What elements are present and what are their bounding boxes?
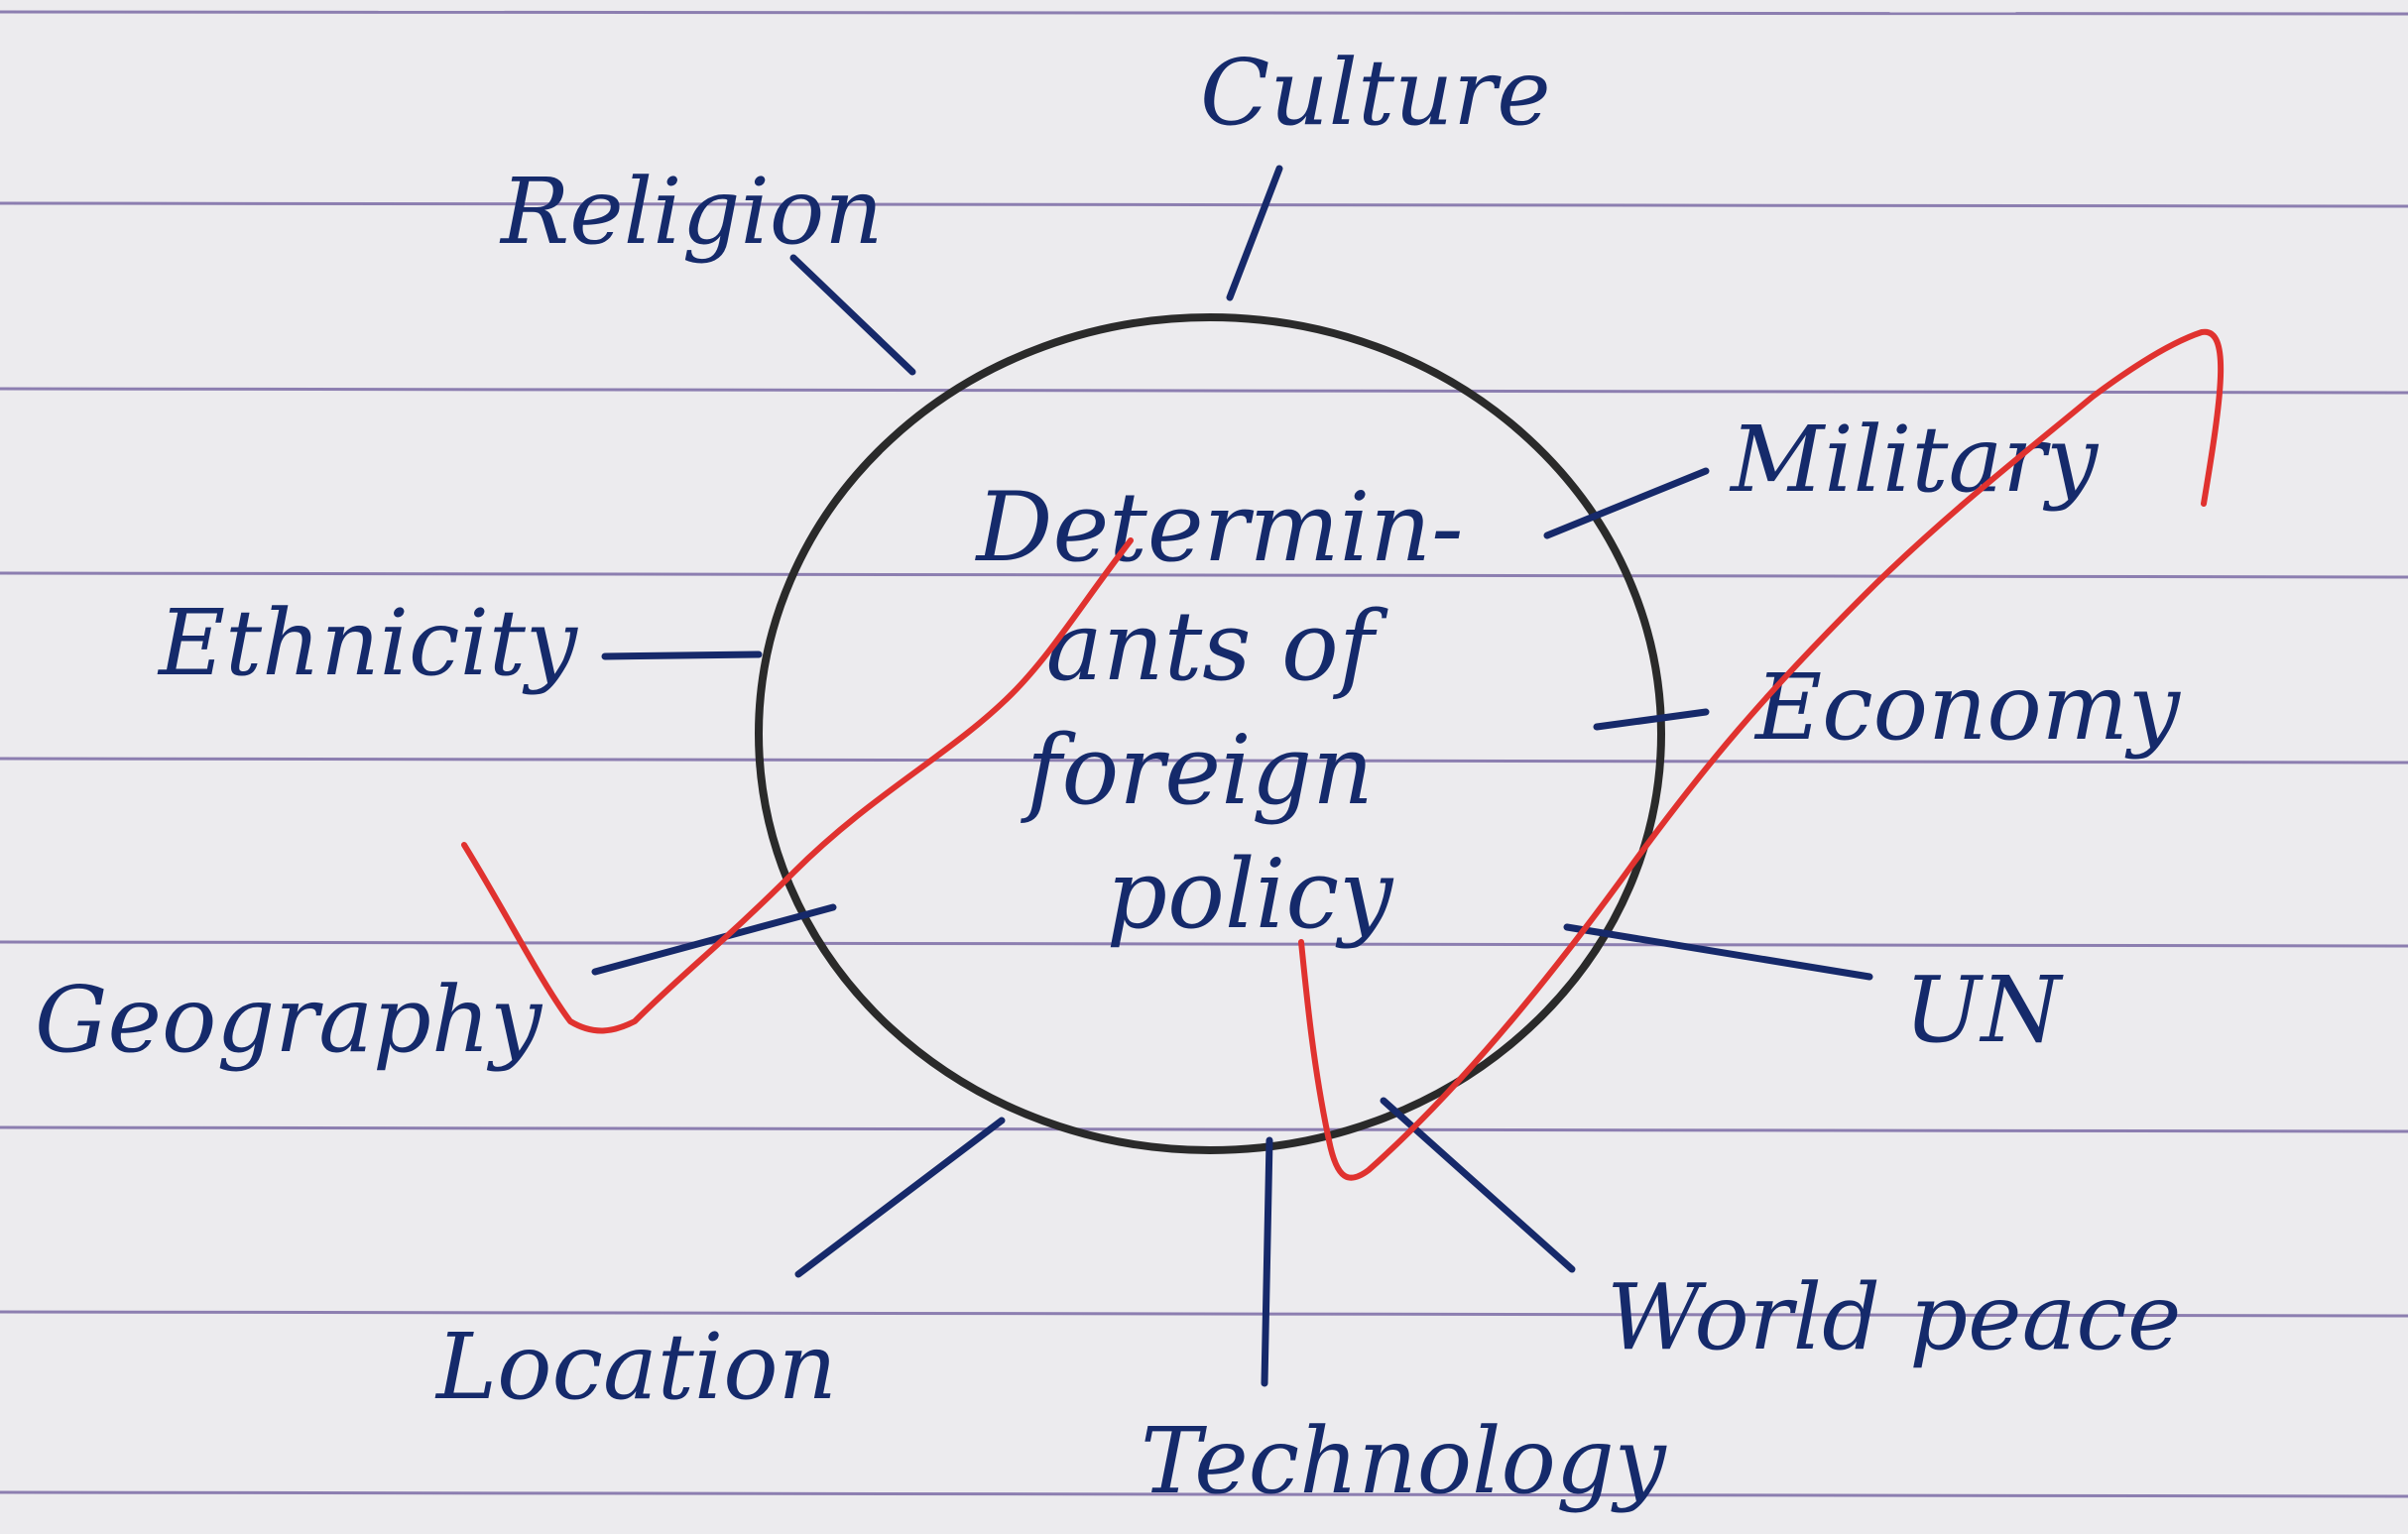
- label-location: Location: [434, 1314, 837, 1420]
- notebook-rules: [0, 10, 2408, 1498]
- check-mark-right: [1298, 328, 2225, 1181]
- label-technology: Technology: [1141, 1408, 1667, 1514]
- label-economy: Economy: [1753, 654, 2181, 761]
- spoke-technology: [1261, 1136, 1273, 1387]
- spoke-culture: [1226, 165, 1283, 301]
- spoke-geography: [591, 903, 837, 976]
- spoke-military: [1543, 467, 1710, 539]
- determinant-labels: Culture Religion Military Ethnicity Econ…: [35, 40, 2181, 1514]
- label-ethnicity: Ethnicity: [157, 590, 578, 696]
- center-circle: [755, 313, 1665, 1154]
- spokes: [591, 165, 1873, 1387]
- label-geography: Geography: [35, 967, 542, 1073]
- center-line-4: policy: [1107, 839, 1394, 950]
- spoke-economy: [1593, 708, 1710, 731]
- check-mark-left: [461, 537, 1134, 1034]
- label-religion: Religion: [499, 159, 884, 265]
- label-un: UN: [1904, 957, 2065, 1063]
- spoke-location: [794, 1117, 1006, 1278]
- spoke-religion: [789, 254, 916, 376]
- label-culture: Culture: [1200, 40, 1551, 146]
- label-military: Military: [1729, 407, 2099, 513]
- center-title: Determin- ants of foreign policy: [974, 472, 1463, 950]
- center-line-2: ants of: [1046, 591, 1388, 702]
- red-check-marks: [461, 328, 2225, 1181]
- spoke-ethnicity: [601, 650, 763, 660]
- spoke-un: [1563, 923, 1873, 981]
- center-line-3: foreign: [1021, 715, 1374, 826]
- center-line-1: Determin-: [974, 472, 1463, 583]
- label-world-peace: World peace: [1607, 1264, 2181, 1370]
